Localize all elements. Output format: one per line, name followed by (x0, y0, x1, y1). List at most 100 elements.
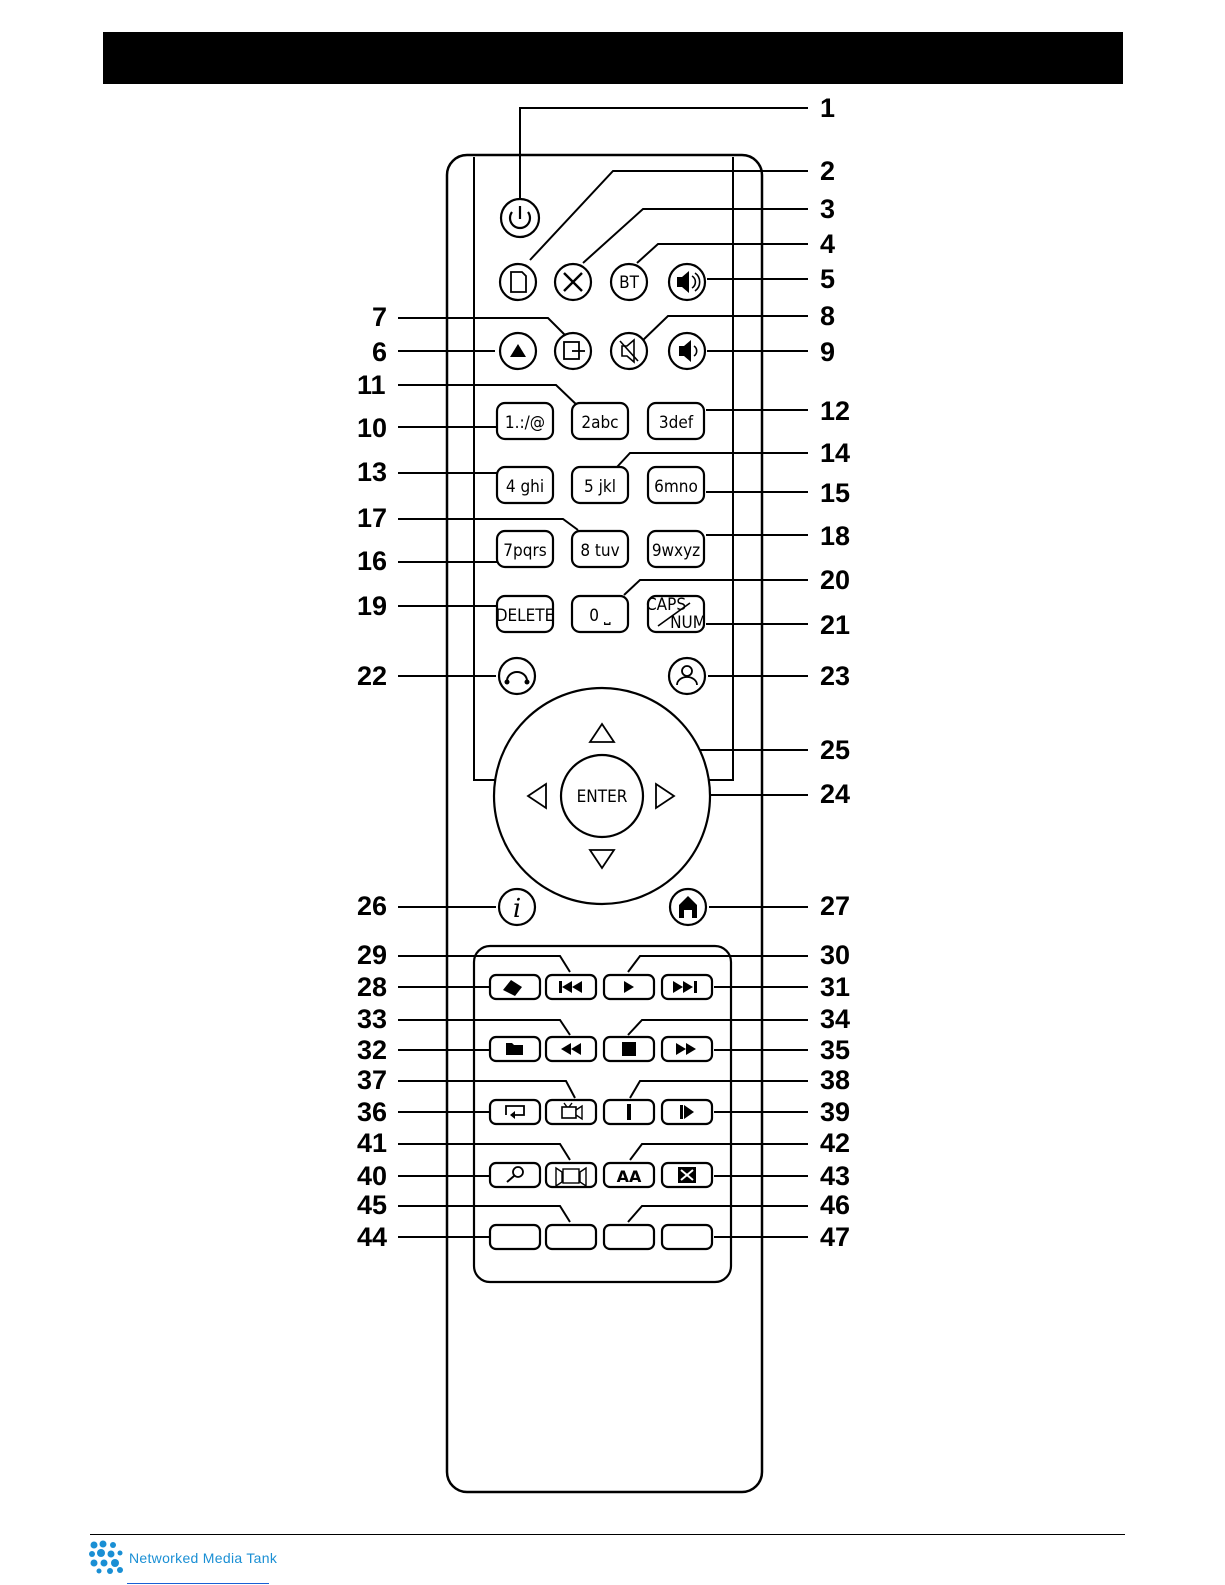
key-1-label: 1.:/@ (505, 413, 545, 433)
key-1[interactable]: 1.:/@ (497, 403, 553, 439)
pause-button[interactable] (604, 1100, 654, 1124)
key-3[interactable]: 3def (648, 403, 704, 439)
repeat-button[interactable] (490, 1100, 540, 1124)
next-button[interactable] (662, 975, 712, 999)
delete-key-label: DELETE (496, 606, 555, 626)
callout-37: 37 (357, 1065, 387, 1095)
delete-key[interactable]: DELETE (496, 596, 555, 632)
callout-27: 27 (820, 891, 850, 921)
callout-6: 6 (372, 337, 387, 367)
callout-22: 22 (357, 661, 387, 691)
key-2-label: 2abc (581, 413, 618, 433)
mute-button[interactable] (611, 333, 647, 369)
key-0[interactable]: 0 ⎵ (572, 596, 628, 632)
callout-10: 10 (357, 413, 387, 443)
key-9-label: 9wxyz (652, 541, 700, 561)
key-7-label: 7pqrs (503, 541, 546, 561)
callout-40: 40 (357, 1161, 387, 1191)
key-4[interactable]: 4 ghi (497, 467, 553, 503)
tools2-button[interactable] (490, 975, 540, 999)
callout-41: 41 (357, 1128, 387, 1158)
callout-16: 16 (357, 546, 387, 576)
key-7[interactable]: 7pqrs (497, 531, 553, 567)
key-5-label: 5 jkl (584, 477, 616, 497)
callout-5: 5 (820, 264, 835, 294)
source-button[interactable] (555, 333, 591, 369)
callout-7: 7 (372, 302, 387, 332)
callout-43: 43 (820, 1161, 850, 1191)
footer-brand-text: Networked Media Tank (129, 1550, 277, 1566)
callout-13: 13 (357, 457, 387, 487)
user-button[interactable] (669, 658, 705, 694)
key-8[interactable]: 8 tuv (572, 531, 628, 567)
color-button-2[interactable] (546, 1225, 596, 1249)
callout-33: 33 (357, 1004, 387, 1034)
angle-button[interactable] (546, 1100, 596, 1124)
key-4-label: 4 ghi (506, 477, 544, 497)
caps-num-key[interactable]: CAPS NUM (646, 595, 706, 633)
fast-forward-button[interactable] (662, 1037, 712, 1061)
color-button-4[interactable] (662, 1225, 712, 1249)
zoom-button[interactable] (490, 1163, 540, 1187)
callout-17: 17 (357, 503, 387, 533)
callout-46: 46 (820, 1190, 850, 1220)
key-2[interactable]: 2abc (572, 403, 628, 439)
eject-button[interactable] (500, 333, 536, 369)
stop-icon (622, 1042, 636, 1056)
aspect-button[interactable] (662, 1163, 712, 1187)
callout-8: 8 (820, 301, 835, 331)
folder-button[interactable] (490, 1037, 540, 1061)
key-0-label: 0 ⎵ (589, 606, 611, 626)
stop-button[interactable] (604, 1037, 654, 1061)
callout-36: 36 (357, 1097, 387, 1127)
color-button-3[interactable] (604, 1225, 654, 1249)
subtitle-font-button[interactable]: AA (604, 1163, 654, 1187)
callout-39: 39 (820, 1097, 850, 1127)
callout-34: 34 (820, 1004, 850, 1034)
rewind-button[interactable] (546, 1037, 596, 1061)
color-button-1[interactable] (490, 1225, 540, 1249)
step-button[interactable] (662, 1100, 712, 1124)
callout-2: 2 (820, 156, 835, 186)
nmt-logo (88, 1540, 124, 1574)
callout-29: 29 (357, 940, 387, 970)
home-button[interactable] (670, 889, 706, 925)
callout-23: 23 (820, 661, 850, 691)
callout-47: 47 (820, 1222, 850, 1252)
callout-30: 30 (820, 940, 850, 970)
bt-button[interactable]: BT (611, 264, 647, 300)
return-button[interactable] (499, 658, 535, 694)
callout-35: 35 (820, 1035, 850, 1065)
play-button[interactable] (604, 975, 654, 999)
callout-28: 28 (357, 972, 387, 1002)
num-label: NUM (670, 613, 706, 633)
key-6[interactable]: 6mno (648, 467, 704, 503)
file-icon (511, 272, 526, 292)
callout-42: 42 (820, 1128, 850, 1158)
callout-11: 11 (357, 370, 386, 400)
callout-21: 21 (820, 610, 850, 640)
callout-25: 25 (820, 735, 850, 765)
aspect-ratio-icon (678, 1167, 696, 1183)
info-button[interactable]: i (499, 889, 535, 925)
volume-down-button[interactable] (669, 333, 705, 369)
callout-20: 20 (820, 565, 850, 595)
key-9[interactable]: 9wxyz (648, 531, 704, 567)
callout-45: 45 (357, 1190, 387, 1220)
tools-button[interactable] (555, 264, 591, 300)
power-button[interactable] (501, 199, 539, 237)
callout-38: 38 (820, 1065, 850, 1095)
callout-1: 1 (820, 93, 835, 123)
key-5[interactable]: 5 jkl (572, 467, 628, 503)
callout-14: 14 (820, 438, 850, 468)
enter-button[interactable]: ENTER (561, 755, 643, 837)
audio-button[interactable] (546, 1163, 596, 1187)
callout-3: 3 (820, 194, 835, 224)
volume-up-button[interactable] (669, 264, 705, 300)
callout-26: 26 (357, 891, 387, 921)
file-button[interactable] (500, 264, 536, 300)
font-size-label: AA (617, 1167, 642, 1186)
callout-32: 32 (357, 1035, 387, 1065)
previous-button[interactable] (546, 975, 596, 999)
